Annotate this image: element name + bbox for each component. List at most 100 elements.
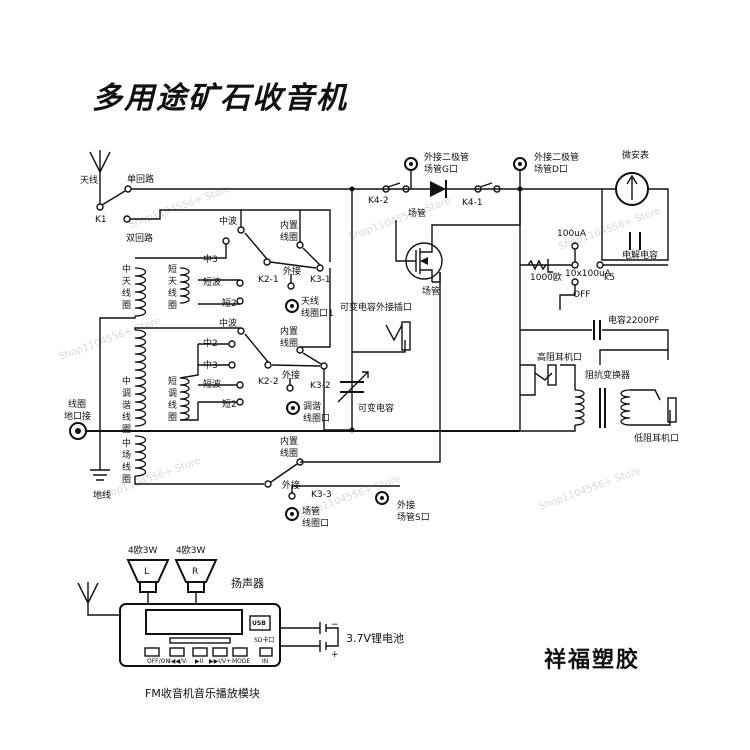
mw-tuning-coil [134, 329, 147, 427]
watermark: Shop1104556+ Store [537, 466, 642, 513]
ext-diode-d-jack-center [518, 162, 522, 166]
antenna-coil-leads [99, 257, 198, 430]
ant-coil-port-2: 线圈口1 [301, 307, 334, 319]
varcap-symbol [340, 381, 364, 393]
svg-text:谐: 谐 [122, 400, 131, 411]
k22-sw-terminal [236, 381, 244, 389]
builtin-coil-c1: 内置 [280, 435, 298, 447]
microammeter-needle [626, 174, 638, 200]
cap2200-symbol [593, 320, 601, 340]
low-z-jack [667, 397, 677, 423]
high-z-jack [547, 364, 557, 386]
k21-sw2-terminal [236, 297, 244, 305]
fm-module-board [119, 603, 281, 667]
k5-common-terminal [571, 261, 579, 269]
transformer-core [599, 388, 606, 428]
svg-text:圈: 圈 [122, 474, 131, 485]
svg-text:线: 线 [122, 461, 131, 473]
ua10-100-label: 10x100uA [565, 269, 612, 279]
k5-label: k5 [604, 273, 615, 283]
battery-symbol [280, 622, 339, 652]
fet-source-wire [432, 272, 441, 283]
mw-tuning-coil-label: 中 调 谐 线 圈 [122, 375, 131, 435]
low-z-jack-label: 低阻耳机口 [634, 432, 679, 444]
k22-k32-wiring [160, 268, 350, 431]
sw-tuning-coil [179, 377, 190, 421]
ext-diode-g-jack-center [409, 162, 413, 166]
tune-coil-port-1: 调谐 [303, 401, 321, 412]
fm-module-antenna [77, 582, 120, 616]
play-pause-button[interactable] [192, 647, 208, 657]
ant-coil-port-jack [285, 299, 299, 313]
ext-a-label: 外接 [283, 265, 301, 277]
next-vol-up-button[interactable] [212, 647, 228, 657]
svg-text:场: 场 [122, 450, 131, 461]
k31-ext-terminal [287, 282, 295, 290]
fm-module-caption: FM收音机音乐播放模块 [145, 686, 260, 700]
ext-diode-jack-leads [410, 170, 521, 189]
imp-transformer-label: 阻抗变换器 [585, 369, 630, 381]
k5-wiring [545, 249, 668, 310]
off-label: OFF [573, 290, 590, 300]
single-loop-label: 单回路 [127, 173, 154, 185]
svg-text:天: 天 [122, 277, 131, 287]
fet-arrow [420, 257, 428, 265]
k33-ext-terminal [288, 492, 296, 500]
watermark: Shop1104556+ Store [57, 316, 162, 363]
ext-diode-g-2: 场管G口 [424, 163, 458, 175]
cap2200-wiring [520, 329, 669, 365]
k5-10x-terminal [596, 261, 604, 269]
diode-symbol [430, 181, 446, 197]
line-in-port[interactable] [259, 647, 273, 657]
builtin-coil-a2: 线圈 [280, 231, 298, 243]
speaker-left-spec: 4欧3W [128, 544, 157, 556]
sw-a-label: 短波 [203, 276, 221, 288]
k22-mid2-terminal [228, 340, 236, 348]
speaker-right-spec: 4欧3W [176, 544, 205, 556]
k21-k31-wiring [198, 210, 321, 305]
prev-vol-down-button[interactable] [169, 647, 185, 657]
sd-label: SD卡口 [254, 636, 274, 644]
varcap-port-wiring [352, 324, 406, 353]
k22-mid3-terminal [228, 361, 236, 369]
svg-text:中: 中 [122, 375, 131, 387]
svg-text:线: 线 [122, 287, 131, 299]
power-button[interactable] [144, 647, 160, 657]
mid3-a-label: 中3 [203, 253, 218, 265]
k1-label: K1 [95, 215, 107, 225]
k33-common-terminal [264, 480, 272, 488]
tune-coil-port-jack [286, 401, 300, 415]
speaker-right [174, 559, 218, 604]
k33-wiring [270, 272, 441, 493]
speaker-left [126, 559, 170, 604]
antenna-label: 天线 [80, 174, 98, 186]
k41-terminal-a [474, 185, 482, 193]
ext-diode-d-1: 外接二极管 [534, 151, 579, 163]
k22-sw2-terminal [236, 398, 244, 406]
mw-antenna-coil-label: 中 天 线 圈 [122, 263, 131, 311]
transformer-primary [574, 389, 585, 426]
svg-text:中: 中 [122, 263, 131, 275]
svg-text:天: 天 [168, 277, 177, 287]
prev-button-label: I◀◀/V- [169, 658, 188, 665]
svg-text:短: 短 [168, 263, 177, 275]
k21-mid3-terminal [222, 237, 230, 245]
resistor-1000 [527, 259, 547, 271]
ext-c-label: 外接 [282, 479, 300, 491]
mode-button[interactable] [232, 647, 248, 657]
mid2-b-label: 中2 [203, 337, 218, 349]
k42-terminal-b [402, 185, 410, 193]
fet-coil-port-jack [285, 507, 299, 521]
usb-port[interactable] [249, 615, 271, 631]
usb-label: USB [252, 620, 266, 627]
k1-switch-arm [99, 190, 126, 206]
k22-mw-terminal [237, 327, 245, 335]
k21-mw-terminal [237, 226, 245, 234]
sw-b-label: 短波 [203, 378, 221, 390]
fet-coil-port-1: 场管 [302, 505, 320, 517]
speakers-label: 扬声器 [231, 576, 264, 590]
k21-common-terminal [263, 258, 271, 266]
varcap-port-label: 可变电容外接插口 [340, 301, 412, 313]
svg-text:线: 线 [122, 411, 131, 423]
microammeter-label: 微安表 [622, 149, 649, 161]
